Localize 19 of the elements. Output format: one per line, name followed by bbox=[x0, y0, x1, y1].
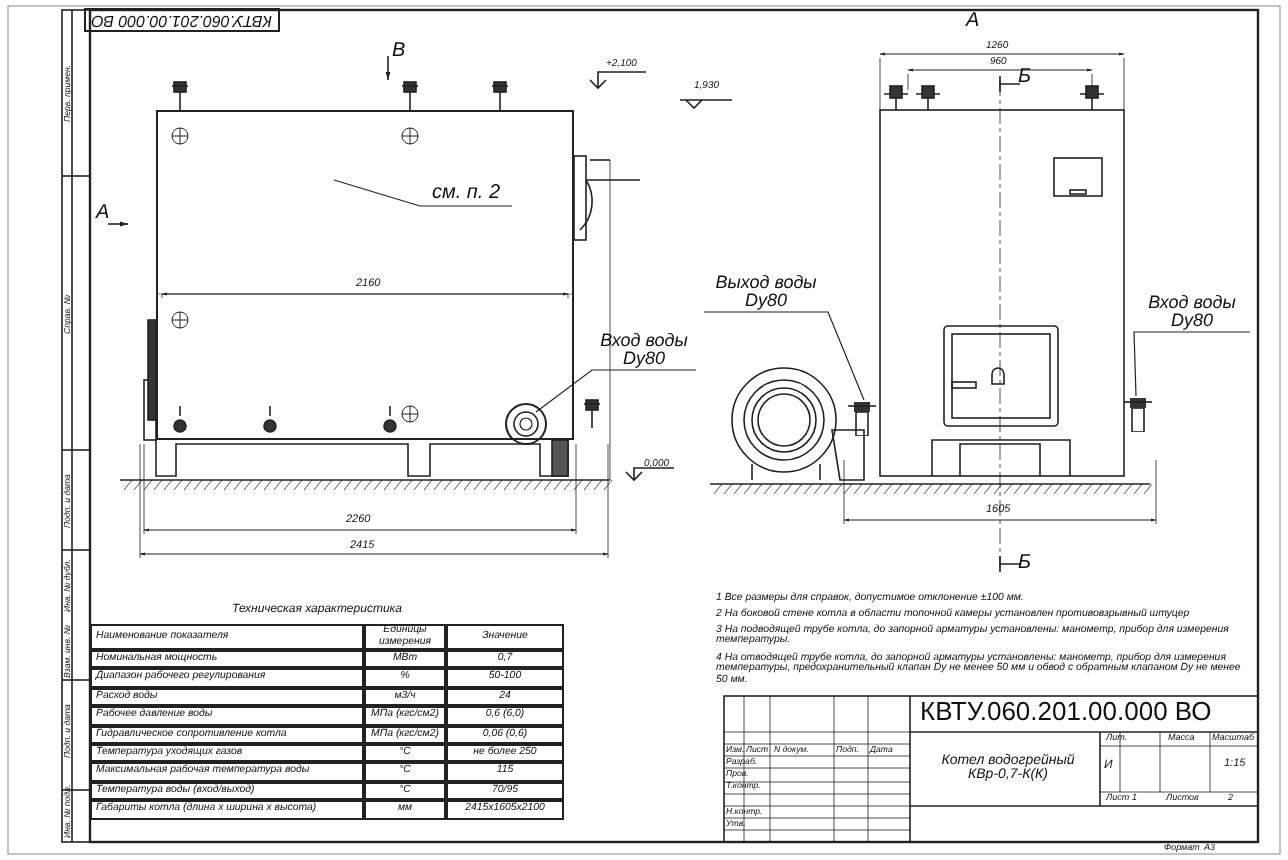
callout-text: Выход воды Dy80 bbox=[704, 274, 828, 312]
outlet-pipe-drawing bbox=[848, 400, 876, 436]
drawing-number: КВТУ.060.201.00.000 ВО bbox=[920, 698, 1212, 726]
view-letter: А bbox=[966, 12, 980, 33]
leader-line bbox=[535, 369, 697, 413]
leader-line bbox=[1133, 331, 1251, 397]
boiler-body-drawing bbox=[156, 110, 574, 440]
section-letter: Б bbox=[1018, 554, 1032, 575]
leader-line bbox=[333, 179, 513, 207]
section-letter: Б bbox=[1018, 68, 1032, 89]
inlet-pipe-drawing bbox=[1124, 396, 1152, 432]
view-letter: А bbox=[96, 204, 110, 225]
callout-text: Вход воды Dy80 bbox=[592, 332, 696, 370]
callout-text: Вход воды Dy80 bbox=[1134, 294, 1250, 332]
callout-text: см. п. 2 bbox=[420, 184, 512, 205]
flange-drawing bbox=[504, 402, 548, 446]
leader-line bbox=[703, 311, 865, 401]
view-letter: В bbox=[392, 42, 406, 63]
drawing-number: КВТУ.060.201.00.000 ВО bbox=[83, 7, 280, 32]
